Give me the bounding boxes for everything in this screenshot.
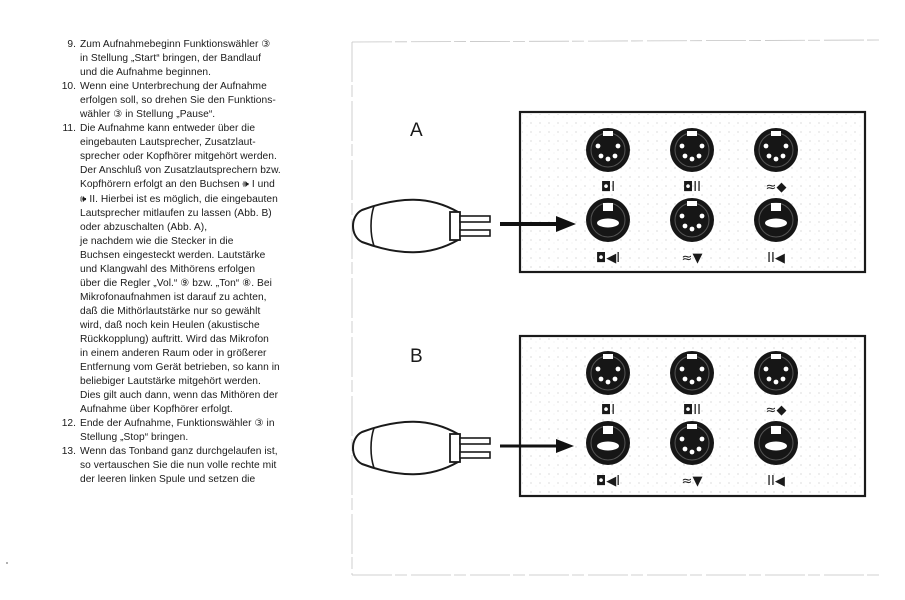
instruction-line: Zum Aufnahmebeginn Funktionswähler ③ [80,39,271,50]
arrow-a-icon [500,216,576,232]
din-socket-icon [586,421,630,465]
din-socket-icon [754,128,798,172]
socket-symbol-label: II◀ [767,474,785,489]
instruction-item: 13. Wenn das Tonband ganz durchgelaufen i… [58,445,353,487]
instruction-number: 11. [62,123,76,135]
figure-a-label: A [410,120,423,141]
din-socket-icon [586,128,630,172]
instruction-line: daß die Mithörlautstärke nur so gewählt [80,305,261,317]
instruction-item: 12. Ende der Aufnahme, Funktionswähler ③ … [58,417,353,445]
instruction-item: 11. Die Aufnahme kann entweder über die ei… [58,122,353,417]
instruction-line: Stellung „Stop“ bringen. [80,432,189,444]
instruction-line: über die Regler „Vol.“ ⑨ bzw. „Ton“ ⑧. B… [80,277,272,289]
socket-symbol-label: ◘I [601,180,615,195]
din-socket-icon [754,198,798,242]
socket-symbol-label: ◘◀I [596,251,620,266]
instruction-line: beliebiger Lautstärke mitgehört werden. [80,376,261,388]
instruction-line: Entfernung vom Gerät betrieben, so kann … [80,362,280,374]
plug-a-icon [352,198,491,254]
figure-b-label: B [410,346,423,367]
din-socket-icon [586,351,630,395]
din-socket-icon [670,198,714,242]
instruction-line: Mikrofonaufnahmen ist darauf zu achten, [80,291,267,303]
instruction-line: wähler ③ in Stellung „Pause“. [80,109,216,121]
instruction-number: 10. [61,81,76,93]
instruction-number: 12. [61,418,76,430]
plug-b-icon [352,420,491,476]
din-socket-icon [670,351,714,395]
instruction-line: Wenn das Tonband ganz durchgelaufen ist, [80,446,278,458]
instruction-line: Kopfhörern erfolgt an den Buchsen 🕪 I un… [80,179,275,191]
connection-diagram: A B ◘I ◘II ≈◆ ◘◀I ≈▼ II◀ ◘I ◘II ≈◆ ◘◀I ≈▼ II◀ [351,39,881,576]
socket-symbol-label: ◘◀I [596,474,620,489]
instruction-line: sprecher oder Kopfhörer mitgehört werden… [80,151,277,163]
instruction-line: oder abzuschalten (Abb. A), [80,221,208,233]
instruction-number: 13. [61,446,76,458]
socket-symbol-label: ≈◆ [766,403,787,418]
din-socket-icon [670,128,714,172]
instruction-line: und Klangwahl des Mithörens erfolgen [80,263,256,275]
instruction-line: Aufnahme über Kopfhörer erfolgt. [80,404,233,416]
socket-symbol-label: ◘I [601,403,615,418]
instruction-item: 10. Wenn eine Unterbrechung der Aufnahme e… [58,80,353,122]
din-socket-icon [586,198,630,242]
socket-symbol-label: ≈◆ [766,180,787,195]
din-socket-icon [754,421,798,465]
instruction-line: 🕪 II. Hierbei ist es möglich, die eingeb… [80,193,278,205]
instruction-number: 9. [67,39,76,50]
instruction-list: 9. Zum Aufnahmebeginn Funktionswähler ③ in… [58,38,353,488]
din-socket-icon [670,421,714,465]
instruction-line: Wenn eine Unterbrechung der Aufnahme [80,81,267,93]
din-socket-icon [754,351,798,395]
socket-symbol-label: ◘II [683,403,701,418]
connection-figure: A B ◘I ◘II ≈◆ ◘◀I ≈▼ II◀ ◘I ◘II ≈◆ ◘◀I ≈▼ II◀ [340,30,885,585]
instruction-line: eingebauten Lautsprecher, Zusatzlaut- [80,137,256,149]
instruction-line: Rückkopplung) auftritt. Wird das Mikrofo… [80,333,269,345]
instruction-line: je nachdem wie die Stecker in die [80,235,234,247]
instruction-line: Buchsen eingesteckt werden. Lautstärke [80,249,266,261]
socket-symbol-label: ◘II [683,180,701,195]
instruction-line: und die Aufnahme beginnen. [80,67,212,79]
instruction-line: so vertauschen Sie die nun volle rechte … [80,460,277,472]
instruction-line: erfolgen soll, so drehen Sie den Funktio… [80,95,276,107]
instruction-column: 9. Zum Aufnahmebeginn Funktionswähler ③ in… [58,38,353,488]
instruction-item: 9. Zum Aufnahmebeginn Funktionswähler ③ in… [58,38,353,80]
instruction-line: Dies gilt auch dann, wenn das Mithören d… [80,390,279,402]
socket-symbol-label: II◀ [767,251,785,266]
socket-symbol-label: ≈▼ [682,474,703,489]
instruction-line: Der Anschluß von Zusatzlautsprechern bzw… [80,165,281,177]
instruction-line: Lautsprecher mitlaufen zu lassen (Abb. B… [80,207,272,219]
arrow-b-icon [500,439,574,453]
instruction-line: der leeren linken Spule und setzen die [80,474,256,486]
instruction-line: Ende der Aufnahme, Funktionswähler ③ in [80,418,275,430]
instruction-line: wird, daß noch kein Heulen (akustische [80,319,260,331]
scan-speck [6,562,8,564]
instruction-line: Die Aufnahme kann entweder über die [80,123,256,135]
socket-symbol-label: ≈▼ [682,251,703,266]
instruction-line: in Stellung „Start“ bringen, der Bandlau… [80,53,262,65]
instruction-line: in einem anderen Raum oder in größerer [80,348,267,360]
